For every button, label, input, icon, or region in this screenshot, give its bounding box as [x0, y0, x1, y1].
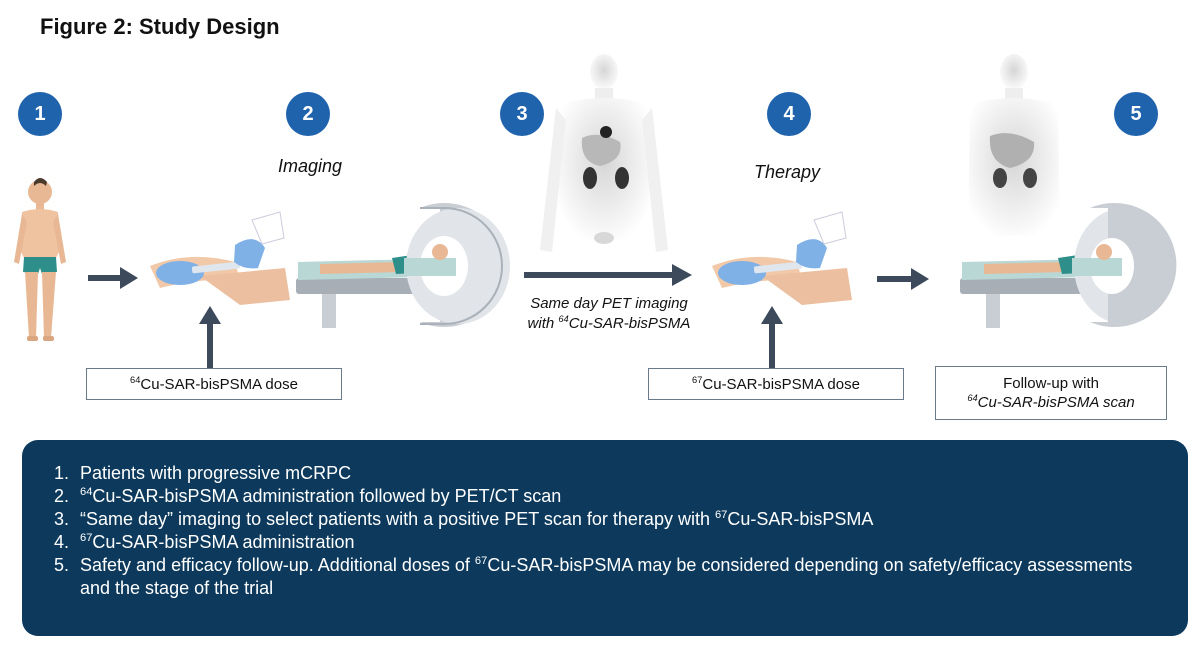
dose-64-box: 64Cu-SAR-bisPSMA dose	[86, 368, 342, 400]
arrow-right-icon	[88, 267, 138, 289]
summary-item: 3. “Same day” imaging to select patients…	[54, 509, 874, 529]
figure-title: Figure 2: Study Design	[40, 14, 280, 39]
summary-panel: 1. Patients with progressive mCRPC 2. 64…	[22, 440, 1188, 636]
injection-icon	[150, 211, 290, 305]
arrow-right-icon-followup	[877, 268, 929, 290]
same-day-caption-line2: with 64Cu-SAR-bisPSMA	[527, 314, 691, 332]
summary-item: 5. Safety and efficacy follow-up. Additi…	[54, 555, 1133, 598]
summary-item: 2. 64Cu-SAR-bisPSMA administration follo…	[54, 486, 562, 506]
imaging-label: Imaging	[278, 156, 343, 176]
dose-67-box: 67Cu-SAR-bisPSMA dose	[648, 368, 904, 400]
study-design-illustration	[14, 54, 1177, 368]
same-day-caption: Same day PET imaging with 64Cu-SAR-bisPS…	[504, 294, 714, 334]
pet-scanner-icon-followup	[960, 203, 1177, 328]
pet-scan-image-icon	[540, 54, 668, 252]
arrow-right-icon-long	[524, 264, 692, 286]
step-1-badge: 1	[18, 92, 62, 136]
step-5-badge: 5	[1114, 92, 1158, 136]
patient-figure-icon	[14, 178, 66, 341]
arrow-up-icon-therapy	[761, 306, 783, 368]
summary-item: 4. 67Cu-SAR-bisPSMA administration	[54, 532, 355, 552]
step-3-badge: 3	[500, 92, 544, 136]
pet-scanner-icon	[296, 203, 510, 328]
summary-list: 1. Patients with progressive mCRPC 2. 64…	[54, 462, 1164, 600]
injection-icon-therapy	[712, 211, 852, 305]
same-day-caption-line1: Same day PET imaging	[530, 295, 688, 312]
arrow-up-icon	[199, 306, 221, 368]
therapy-label: Therapy	[754, 162, 821, 182]
step-4-badge: 4	[767, 92, 811, 136]
step-2-badge: 2	[286, 92, 330, 136]
followup-box: Follow-up with 64Cu-SAR-bisPSMA scan	[935, 366, 1167, 420]
pet-scan-image-icon-followup	[968, 54, 1060, 236]
summary-item: 1. Patients with progressive mCRPC	[54, 463, 352, 483]
